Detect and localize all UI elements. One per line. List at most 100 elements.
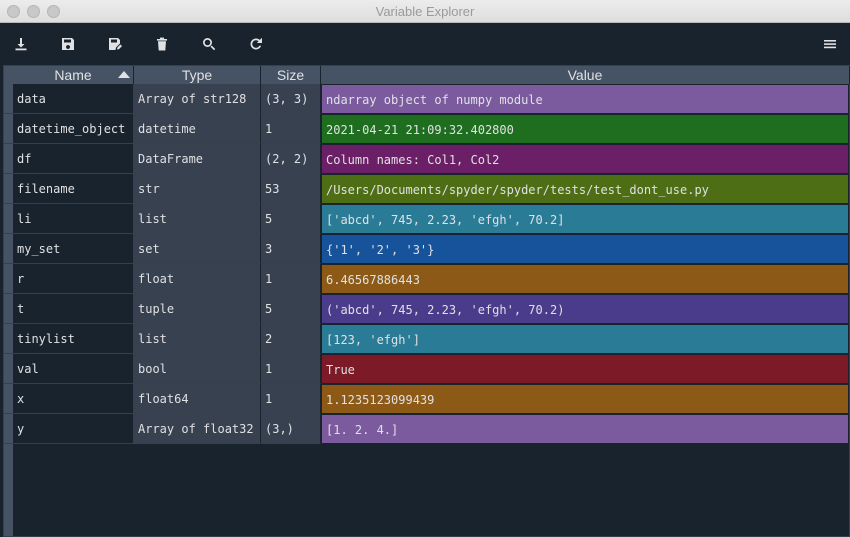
row-header-strip: [4, 66, 13, 536]
variable-size-cell[interactable]: 1: [261, 384, 321, 414]
variable-name-cell[interactable]: df: [13, 144, 134, 174]
row-header[interactable]: [4, 264, 13, 294]
remove-all-button[interactable]: [153, 35, 171, 53]
row-header[interactable]: [4, 354, 13, 384]
variable-type-cell[interactable]: list: [134, 204, 261, 234]
variable-name-cell[interactable]: r: [13, 264, 134, 294]
save-data-as-button[interactable]: [106, 35, 124, 53]
variable-value-cell[interactable]: 1.1235123099439: [321, 384, 849, 414]
variable-type-cell[interactable]: bool: [134, 354, 261, 384]
toolbar: [0, 23, 850, 65]
variable-value-cell[interactable]: [123, 'efgh']: [321, 324, 849, 354]
variable-name-cell[interactable]: t: [13, 294, 134, 324]
row-header[interactable]: [4, 384, 13, 414]
download-icon: [15, 38, 27, 51]
variable-value-cell[interactable]: ndarray object of numpy module: [321, 84, 849, 114]
search-button[interactable]: [200, 35, 218, 53]
variable-type-cell[interactable]: datetime: [134, 114, 261, 144]
variable-size-cell[interactable]: 53: [261, 174, 321, 204]
variable-size-cell[interactable]: 1: [261, 354, 321, 384]
row-header[interactable]: [4, 204, 13, 234]
save-as-icon: [109, 38, 122, 50]
variable-value-cell[interactable]: ['abcd', 745, 2.23, 'efgh', 70.2]: [321, 204, 849, 234]
import-data-button[interactable]: [12, 35, 30, 53]
variable-name-cell[interactable]: y: [13, 414, 134, 444]
row-header[interactable]: [4, 324, 13, 354]
variable-size-cell[interactable]: (3,): [261, 414, 321, 444]
variable-type-cell[interactable]: float: [134, 264, 261, 294]
column-header-size[interactable]: Size: [261, 66, 321, 84]
variable-size-cell[interactable]: (3, 3): [261, 84, 321, 114]
trash-icon: [157, 37, 167, 51]
variable-value-cell[interactable]: {'1', '2', '3'}: [321, 234, 849, 264]
column-header-name-label: Name: [54, 67, 92, 83]
save-data-button[interactable]: [59, 35, 77, 53]
variable-type-cell[interactable]: list: [134, 324, 261, 354]
sort-ascending-icon: [118, 71, 130, 78]
column-header-type[interactable]: Type: [134, 66, 261, 84]
variable-type-cell[interactable]: Array of float32: [134, 414, 261, 444]
variable-name-cell[interactable]: datetime_object: [13, 114, 134, 144]
row-header[interactable]: [4, 144, 13, 174]
options-menu-button[interactable]: [821, 35, 839, 53]
minimize-window-button[interactable]: [27, 5, 40, 18]
variable-value-cell[interactable]: Column names: Col1, Col2: [321, 144, 849, 174]
row-header[interactable]: [4, 174, 13, 204]
save-icon: [62, 38, 74, 50]
row-header[interactable]: [4, 114, 13, 144]
column-header-value[interactable]: Value: [321, 66, 850, 84]
variable-value-cell[interactable]: [1. 2. 4.]: [321, 414, 849, 444]
variable-name-cell[interactable]: my_set: [13, 234, 134, 264]
variable-size-cell[interactable]: (2, 2): [261, 144, 321, 174]
variable-name-cell[interactable]: x: [13, 384, 134, 414]
variable-value-cell[interactable]: ('abcd', 745, 2.23, 'efgh', 70.2): [321, 294, 849, 324]
row-header[interactable]: [4, 234, 13, 264]
variable-size-cell[interactable]: 5: [261, 204, 321, 234]
variable-name-cell[interactable]: val: [13, 354, 134, 384]
variable-size-cell[interactable]: 3: [261, 234, 321, 264]
variable-size-cell[interactable]: 1: [261, 114, 321, 144]
close-window-button[interactable]: [7, 5, 20, 18]
variable-type-cell[interactable]: set: [134, 234, 261, 264]
row-header[interactable]: [4, 294, 13, 324]
variable-size-cell[interactable]: 5: [261, 294, 321, 324]
variable-value-cell[interactable]: 2021-04-21 21:09:32.402800: [321, 114, 849, 144]
variable-type-cell[interactable]: str: [134, 174, 261, 204]
variable-value-cell[interactable]: /Users/Documents/spyder/spyder/tests/tes…: [321, 174, 849, 204]
row-header[interactable]: [4, 84, 13, 114]
hamburger-menu-icon: [824, 40, 836, 49]
variable-size-cell[interactable]: 2: [261, 324, 321, 354]
row-header[interactable]: [4, 414, 13, 444]
variable-type-cell[interactable]: float64: [134, 384, 261, 414]
variable-type-cell[interactable]: DataFrame: [134, 144, 261, 174]
variable-value-cell[interactable]: 6.46567886443: [321, 264, 849, 294]
column-header-name[interactable]: Name: [13, 66, 134, 84]
window-title: Variable Explorer: [375, 4, 475, 19]
variable-name-cell[interactable]: li: [13, 204, 134, 234]
variable-name-cell[interactable]: data: [13, 84, 134, 114]
variable-value-cell[interactable]: True: [321, 354, 849, 384]
window-titlebar: Variable Explorer: [0, 0, 850, 23]
variable-name-cell[interactable]: tinylist: [13, 324, 134, 354]
search-icon: [203, 38, 216, 51]
refresh-icon: [250, 37, 262, 50]
variable-type-cell[interactable]: tuple: [134, 294, 261, 324]
variable-name-cell[interactable]: filename: [13, 174, 134, 204]
variable-size-cell[interactable]: 1: [261, 264, 321, 294]
variable-type-cell[interactable]: Array of str128: [134, 84, 261, 114]
refresh-button[interactable]: [247, 35, 265, 53]
zoom-window-button[interactable]: [47, 5, 60, 18]
